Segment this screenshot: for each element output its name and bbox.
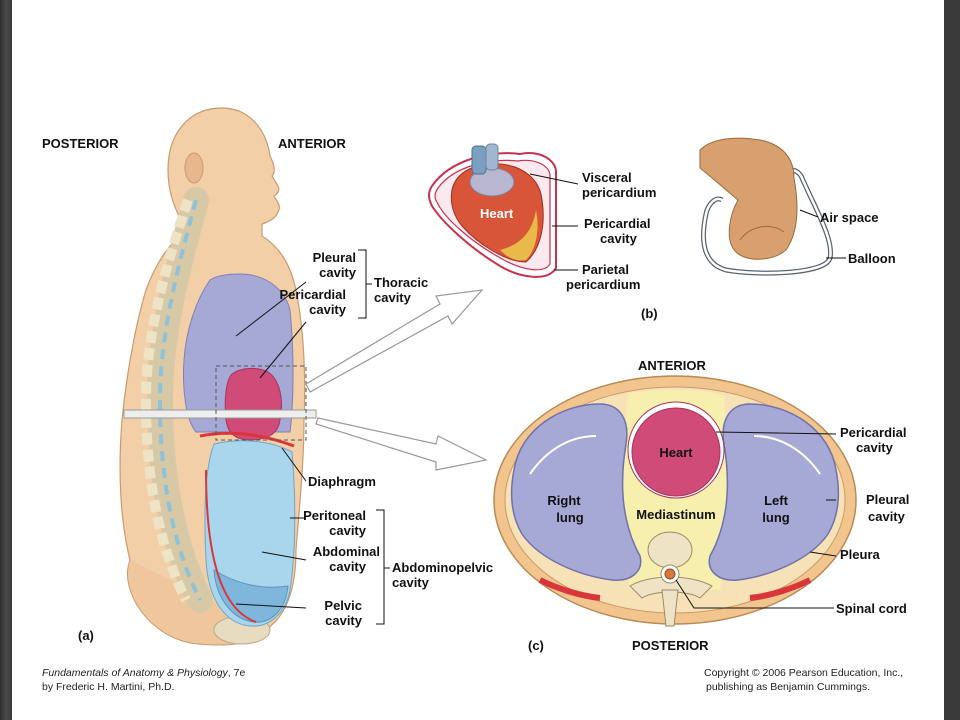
pericardial-cavity-label-c-1: Pericardial <box>840 425 907 440</box>
panel-b-tag: (b) <box>641 306 658 321</box>
heart-c <box>631 407 721 497</box>
rib-right <box>749 577 812 601</box>
panel-a-tag: (a) <box>78 628 94 643</box>
anterior-label-c: ANTERIOR <box>638 358 707 373</box>
heart-detail-box <box>215 365 307 441</box>
peritoneal-lining <box>205 469 257 623</box>
pleural-cavity-label-c-2: cavity <box>868 509 906 524</box>
diaphragm-line <box>199 431 295 448</box>
left-lung-label-1: Left <box>764 493 789 508</box>
pelvic-leader <box>235 603 307 609</box>
panel-c: ANTERIOR POSTERIOR Heart Right <box>493 358 909 653</box>
parietal-pericardium-label-2: pericardium <box>566 277 640 292</box>
heart-label-c: Heart <box>659 445 693 460</box>
mediastinum-label: Mediastinum <box>636 507 715 522</box>
fist <box>699 137 798 260</box>
vessel-1 <box>471 145 487 175</box>
pleura-label: Pleura <box>840 547 881 562</box>
abdominal-cavity-label-1: Abdominal <box>313 544 380 559</box>
air-space-leader <box>799 209 819 218</box>
book-title: Fundamentals of Anatomy & Physiology <box>42 667 229 679</box>
right-lung <box>510 403 642 581</box>
pericardial-cavity-region <box>224 367 282 441</box>
footer: Fundamentals of Anatomy & Physiology, 7e… <box>42 667 903 693</box>
panel-b: Heart Visceral pericardium Pericardial c… <box>428 137 896 321</box>
diaphragm-label: Diaphragm <box>308 474 376 489</box>
abdominal-leader <box>261 551 307 561</box>
visceral-pericardium-label-1: Visceral <box>582 170 632 185</box>
pericardial-cavity-label-1: Pericardial <box>280 287 347 302</box>
anterior-label-a: ANTERIOR <box>278 136 347 151</box>
thoracic-cavity-label-2: cavity <box>374 290 412 305</box>
pleural-cavity-label-2: cavity <box>319 265 357 280</box>
abdominal-cavity-label-2: cavity <box>329 559 367 574</box>
finger-crease <box>739 225 785 241</box>
air-space-label: Air space <box>820 210 879 225</box>
transverse-section-plane <box>123 409 317 419</box>
arrow-to-panel-c <box>315 417 488 471</box>
pleura-leader <box>809 551 837 557</box>
copyright-line: Copyright © 2006 Pearson Education, Inc.… <box>704 667 903 679</box>
right-lung-label-2: lung <box>556 510 583 525</box>
book-citation: Fundamentals of Anatomy & Physiology, 7e <box>42 667 245 679</box>
vertebra <box>629 531 713 627</box>
thoracic-bracket <box>358 249 372 319</box>
pericardial-leader <box>259 321 307 379</box>
body-cavities-figure: POSTERIOR ANTERIOR <box>42 107 909 693</box>
book-edition: , 7e <box>228 667 246 679</box>
pericardial-fat <box>500 210 538 261</box>
pelvic-cavity-label-2: cavity <box>325 613 363 628</box>
panel-a: POSTERIOR ANTERIOR <box>42 107 493 646</box>
diaphragm-leader <box>281 447 307 482</box>
parietal-pericardium-label-1: Parietal <box>582 262 629 277</box>
rib-left <box>538 577 601 601</box>
pericardial-cavity-label-c-2: cavity <box>856 440 894 455</box>
abdominopelvic-cavity-label-2: cavity <box>392 575 430 590</box>
pericardial-cavity-label-2: cavity <box>309 302 347 317</box>
thoracic-cavity-label-1: Thoracic <box>374 275 428 290</box>
posterior-label-c: POSTERIOR <box>632 638 709 653</box>
right-lung-label-1: Right <box>547 493 581 508</box>
abdominopelvic-cavity-label-1: Abdominopelvic <box>392 560 493 575</box>
spinal-cord-c <box>664 568 676 580</box>
pericardial-cavity-label-b-2: cavity <box>600 231 638 246</box>
pelvic-cavity-region <box>213 569 289 623</box>
peritoneal-cavity-label-1: Peritoneal <box>303 508 366 523</box>
left-lung <box>708 403 840 581</box>
posterior-label-a: POSTERIOR <box>42 136 119 151</box>
pelvic-cavity-label-1: Pelvic <box>324 598 362 613</box>
left-lung-fissure <box>753 435 821 475</box>
balloon-label: Balloon <box>848 251 896 266</box>
spine <box>140 187 213 613</box>
spinal-cord-label: Spinal cord <box>836 601 907 616</box>
heart-label-b: Heart <box>480 206 514 221</box>
visceral-leader <box>529 173 579 185</box>
right-lung-fissure <box>529 435 597 475</box>
panel-c-tag: (c) <box>528 638 544 653</box>
pleural-cavity-label-c-1: Pleural <box>866 492 909 507</box>
pleural-leader <box>235 281 307 337</box>
pericardial-cavity-label-b-1: Pericardial <box>584 216 651 231</box>
publisher-line: publishing as Benjamin Cummings. <box>706 681 870 693</box>
abdominopelvic-bracket <box>376 509 390 625</box>
spinal-cord-leader <box>675 579 834 609</box>
arrow-to-panel-b <box>305 289 484 393</box>
visceral-pericardium-label-2: pericardium <box>582 185 656 200</box>
pericardial-leader-c <box>715 431 837 435</box>
pleural-cavity-label-1: Pleural <box>313 250 356 265</box>
left-lung-label-2: lung <box>762 510 789 525</box>
peritoneal-cavity-label-2: cavity <box>329 523 367 538</box>
ear <box>184 152 204 184</box>
slide: POSTERIOR ANTERIOR <box>12 0 944 720</box>
vessel-2 <box>485 143 499 171</box>
author-credit: by Frederic H. Martini, Ph.D. <box>42 681 174 693</box>
